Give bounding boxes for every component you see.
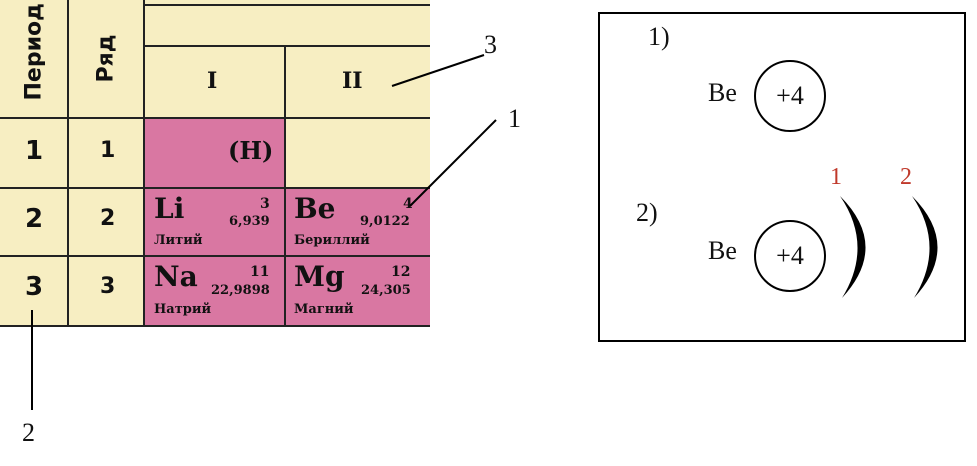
periodic-table-fragment: Период Ряд I II 1 1 (H) 2 2 Li 3 6,939 Л…	[0, 0, 430, 330]
period-2-cell	[0, 188, 68, 256]
element-number-be: 4	[403, 196, 413, 212]
callout-3: 3	[484, 30, 497, 59]
row-1-number: 1	[100, 138, 116, 163]
empty-cell-row1	[285, 118, 430, 188]
model-1-label: 1)	[648, 22, 670, 51]
model-2-symbol: Be	[708, 236, 737, 265]
atom-model-box	[598, 12, 966, 342]
element-cell-na	[144, 256, 285, 326]
element-cell-mg	[285, 256, 430, 326]
element-cell-li	[144, 188, 285, 256]
shell-2-label: 2	[900, 164, 912, 190]
element-symbol-li: Li	[154, 192, 185, 225]
hydrogen-symbol: (H)	[228, 136, 274, 165]
model-1-nucleus: +4	[754, 60, 826, 132]
row-header: Ряд	[93, 34, 119, 83]
period-header: Период	[21, 3, 47, 101]
element-name-mg: Магний	[294, 302, 354, 317]
model-2-nucleus: +4	[754, 220, 826, 292]
period-2-number: 2	[25, 204, 44, 234]
shell-1-label: 1	[830, 164, 842, 190]
element-mass-li: 6,939	[229, 214, 270, 229]
period-1-cell	[0, 118, 68, 188]
element-symbol-mg: Mg	[294, 260, 345, 293]
group-1-header-cell	[144, 46, 285, 118]
group-2-label: II	[342, 68, 363, 94]
row-3-cell	[68, 256, 144, 326]
element-number-li: 3	[260, 196, 270, 212]
period-header-cell	[0, 0, 68, 118]
element-cell-be	[285, 188, 430, 256]
row-header-cell	[68, 0, 144, 118]
element-mass-be: 9,0122	[360, 214, 410, 229]
callout-2: 2	[22, 418, 35, 447]
element-symbol-be: Be	[294, 192, 336, 225]
period-3-number: 3	[25, 272, 44, 302]
period-3-cell	[0, 256, 68, 326]
model-1-symbol: Be	[708, 78, 737, 107]
element-symbol-na: Na	[154, 260, 198, 293]
row-2-number: 2	[100, 206, 116, 231]
element-name-be: Бериллий	[294, 233, 370, 248]
element-mass-na: 22,9898	[211, 283, 270, 298]
row-1-cell	[68, 118, 144, 188]
element-name-na: Натрий	[154, 302, 212, 317]
row-2-cell	[68, 188, 144, 256]
group-header-top	[144, 0, 430, 46]
row-3-number: 3	[100, 274, 116, 299]
hydrogen-cell	[144, 118, 285, 188]
element-mass-mg: 24,305	[361, 283, 411, 298]
group-1-label: I	[207, 68, 218, 94]
element-name-li: Литий	[154, 233, 203, 248]
callout-1: 1	[508, 104, 521, 133]
element-number-mg: 12	[391, 264, 411, 280]
period-1-number: 1	[25, 136, 44, 166]
element-number-na: 11	[250, 264, 270, 280]
model-2-label: 2)	[636, 198, 658, 227]
